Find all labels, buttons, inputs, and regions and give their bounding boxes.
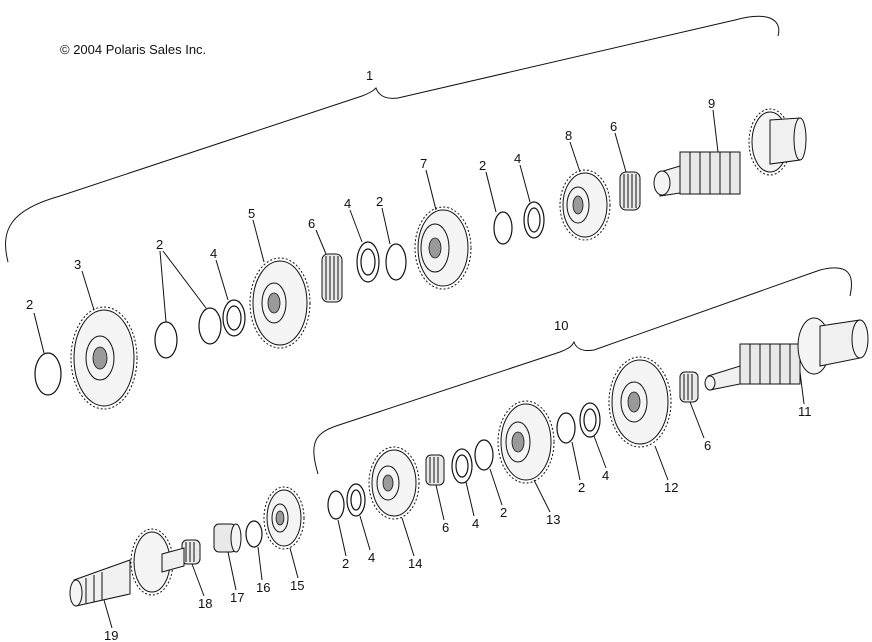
part-2-snap-ring	[493, 211, 513, 245]
part-2-snap-ring	[34, 352, 62, 396]
part-15-gear	[263, 486, 305, 550]
callout-10: 10	[554, 318, 568, 333]
callout-19: 19	[104, 628, 118, 642]
callout-9: 9	[708, 96, 715, 111]
part-2-snap-ring	[556, 412, 576, 444]
callout-labels: 1 2 3 2 4 5 6 4 2 7 2 4 8 6 9 10 11 6 12…	[26, 68, 812, 642]
callout-5: 5	[248, 206, 255, 221]
part-4-thrust-washer	[579, 402, 601, 438]
part-6-needle-bearing	[321, 253, 343, 303]
part-16-snap-ring	[245, 520, 263, 548]
bracket-assembly-1	[5, 15, 780, 263]
part-12-gear	[608, 356, 672, 448]
part-13-gear	[497, 400, 555, 484]
callout-18: 18	[198, 596, 212, 611]
callout-12: 12	[664, 480, 678, 495]
callout-4: 4	[602, 468, 609, 483]
callout-17: 17	[230, 590, 244, 605]
callout-2: 2	[479, 158, 486, 173]
copyright-text: © 2004 Polaris Sales Inc.	[60, 42, 206, 57]
part-5-gear	[249, 257, 311, 349]
callout-2: 2	[156, 237, 163, 252]
part-2-snap-ring	[327, 490, 345, 520]
callout-4: 4	[344, 196, 351, 211]
callout-6: 6	[704, 438, 711, 453]
callout-6: 6	[610, 119, 617, 134]
part-19-output-shaft	[69, 528, 185, 607]
part-7-gear	[414, 206, 472, 290]
part-17-bushing	[213, 523, 242, 553]
callout-4: 4	[514, 151, 521, 166]
callout-16: 16	[256, 580, 270, 595]
part-2-snap-ring	[385, 243, 407, 281]
callout-4: 4	[472, 516, 479, 531]
part-4-thrust-washer	[346, 483, 366, 517]
callout-4: 4	[210, 246, 217, 261]
part-4-thrust-washer	[356, 241, 380, 283]
part-4-thrust-washer	[523, 201, 545, 239]
part-3-gear	[70, 306, 138, 410]
part-6-needle-bearing	[679, 371, 699, 403]
part-14-gear	[368, 446, 420, 520]
part-9-main-shaft	[653, 108, 807, 197]
part-2-snap-ring	[474, 439, 494, 471]
part-8-gear	[559, 169, 611, 241]
callout-3: 3	[74, 257, 81, 272]
callout-8: 8	[565, 128, 572, 143]
part-2-snap-ring	[198, 307, 222, 345]
callout-6: 6	[308, 216, 315, 231]
callout-14: 14	[408, 556, 422, 571]
callout-6: 6	[442, 520, 449, 535]
callout-1: 1	[366, 68, 373, 83]
callout-13: 13	[546, 512, 560, 527]
callout-4: 4	[368, 550, 375, 565]
callout-2: 2	[376, 194, 383, 209]
part-4-thrust-washer	[222, 299, 246, 337]
callout-15: 15	[290, 578, 304, 593]
callout-2: 2	[342, 556, 349, 571]
callout-11: 11	[798, 404, 812, 419]
part-6-needle-bearing	[425, 454, 445, 486]
part-6-needle-bearing	[619, 171, 641, 211]
part-11-countershaft	[704, 317, 869, 391]
part-18-needle-bearing	[181, 539, 201, 565]
callout-2: 2	[26, 297, 33, 312]
bracket-assembly-10	[313, 267, 853, 475]
leader-lines	[33, 109, 805, 629]
callout-2: 2	[578, 480, 585, 495]
callout-7: 7	[420, 156, 427, 171]
callout-2: 2	[500, 505, 507, 520]
part-2-snap-ring	[154, 321, 178, 359]
part-4-thrust-washer	[451, 448, 473, 484]
